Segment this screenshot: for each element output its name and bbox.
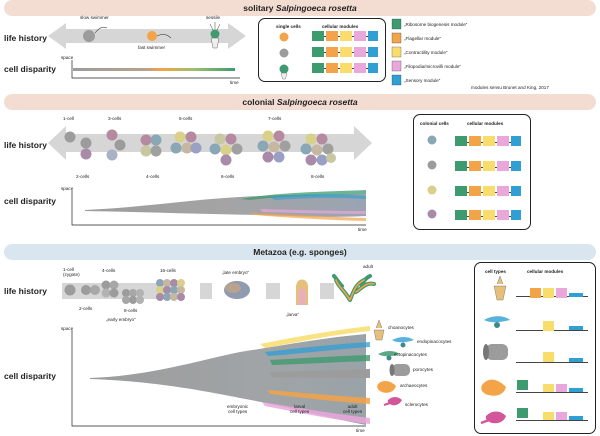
stage-meta-8-cells: 8-cells — [124, 308, 138, 313]
solitary-modules-header: cellular modules — [322, 24, 359, 29]
cell-type-ectopinacocytes: ectopinacocytes — [394, 352, 427, 357]
sclerocyte-icon — [383, 397, 402, 406]
axis-space-3: space — [61, 326, 74, 331]
late-embryo-icon — [224, 281, 250, 299]
legend-note: modules sensu Brunet and King, 2017 — [471, 85, 549, 90]
row-label-life-history-2: life history — [4, 140, 47, 150]
adult-sponge-icon — [332, 274, 376, 302]
legend-item-flagellar: „Flagellar module“ — [404, 36, 442, 41]
axis-time-1: time — [230, 80, 239, 85]
cell-type-porocytes: porocytes — [413, 367, 433, 372]
stage-zygote: 1-cell (zygote) — [63, 267, 80, 278]
stage-sessile: sessile — [206, 15, 221, 20]
legend-item-sensory: „Sensory module“ — [404, 78, 441, 83]
panel-title-metazoa: Metazoa (e.g. sponges) — [4, 244, 596, 260]
title-species: Salpingoeca rosetta — [276, 97, 358, 107]
zygote-icon — [64, 284, 76, 296]
stage-fast-swimmer: fast swimmer — [138, 45, 166, 50]
stage-5-cells: 5-cells — [179, 116, 193, 121]
legend-item-ribosome: „Ribosome biogenesis module“ — [404, 22, 468, 27]
colony-8-cells-icon — [300, 133, 336, 166]
legend-item-contractility: „Contractility module“ — [404, 50, 448, 55]
stage-16-cells: 16-cells — [160, 268, 176, 273]
two-cells-icon — [81, 285, 100, 295]
fast-swimmer-cell-icon — [147, 31, 172, 41]
sessile-cell-icon — [209, 22, 221, 49]
stage-6-cells: 6-cells — [221, 174, 235, 179]
cell-type-sclerocytes: sclerocytes — [405, 402, 428, 407]
stage-1-cell: 1-cell — [63, 116, 74, 121]
larva-icon — [296, 279, 308, 305]
cell-type-endopinacocytes: endopinacocytes — [417, 339, 452, 344]
stage-adult: adult — [363, 264, 373, 269]
title-prefix: colonial — [242, 97, 277, 107]
porocyte-icon — [389, 364, 410, 376]
stage-3-cells: 3-cells — [108, 116, 122, 121]
colony-3-cells-icon — [106, 129, 126, 161]
title-prefix: solitary — [243, 3, 276, 13]
cell-type-choanocytes: choanocytes — [388, 325, 414, 330]
stage-meta-2-cells: 2-cells — [79, 306, 93, 311]
stage-meta-4-cells: 4-cells — [102, 268, 116, 273]
colony-7-cells-icon — [257, 130, 291, 163]
solitary-single-cells-header: single cells — [276, 24, 301, 29]
panel-title-colonial: colonial Salpingoeca rosetta — [4, 94, 596, 110]
colony-2-cells-icon — [80, 137, 92, 160]
four-cells-icon — [101, 280, 119, 298]
row-label-cell-disparity-2: cell disparity — [4, 196, 56, 206]
endopinacocyte-icon — [392, 337, 414, 348]
metazoa-modules-header: cellular modules — [527, 269, 564, 274]
colonial-cells-header: colonial cells — [420, 121, 449, 126]
stage-late-embryo: „late embryo“ — [222, 270, 250, 275]
timeline-larval: larval cell types — [290, 404, 310, 415]
axis-space-2: space — [61, 186, 74, 191]
axis-time-3: time — [356, 428, 365, 433]
stage-8-cells: 8-cells — [311, 174, 325, 179]
title-species: Salpingoeca rosetta — [275, 3, 357, 13]
legend-item-filopodia: „Filopodia/microvilli module“ — [404, 64, 461, 69]
sixteen-cells-icon — [156, 279, 185, 301]
colony-4-cells-icon — [140, 134, 162, 157]
stage-larva: „larva“ — [286, 312, 300, 317]
colony-6-cells-icon — [209, 133, 243, 166]
row-label-life-history-1: life history — [4, 33, 47, 43]
timeline-embryonic: embryonic cell types — [227, 404, 249, 415]
axis-time-2: time — [358, 227, 367, 232]
axis-space-1: space — [61, 55, 74, 60]
cell-type-archaeocytes: archaeocytes — [400, 383, 428, 388]
row-label-life-history-3: life history — [4, 286, 47, 296]
stage-early-embryo: „early embryo“ — [106, 317, 136, 322]
stage-slow-swimmer: slow swimmer — [80, 15, 109, 20]
stage-4-cells: 4-cells — [146, 174, 160, 179]
archaeocyte-icon — [377, 380, 396, 393]
colony-1-cell-icon — [64, 131, 76, 143]
slow-swimmer-cell-icon — [83, 26, 108, 42]
ectopinacocyte-icon — [378, 351, 400, 361]
colonial-modules-header: cellular modules — [467, 121, 504, 126]
eight-cells-icon — [122, 289, 144, 304]
timeline-adult: adult cell types — [343, 404, 363, 415]
metazoa-cell-types-header: cell types — [485, 269, 506, 274]
row-label-cell-disparity-3: cell disparity — [4, 371, 56, 381]
stage-7-cells: 7-cells — [268, 116, 282, 121]
stage-2-cells: 2-cells — [76, 174, 90, 179]
choanocyte-icon — [373, 319, 385, 341]
colony-5-cells-icon — [170, 131, 202, 154]
row-label-cell-disparity-1: cell disparity — [4, 64, 56, 74]
panel-title-solitary: solitary Salpingoeca rosetta — [4, 0, 596, 16]
